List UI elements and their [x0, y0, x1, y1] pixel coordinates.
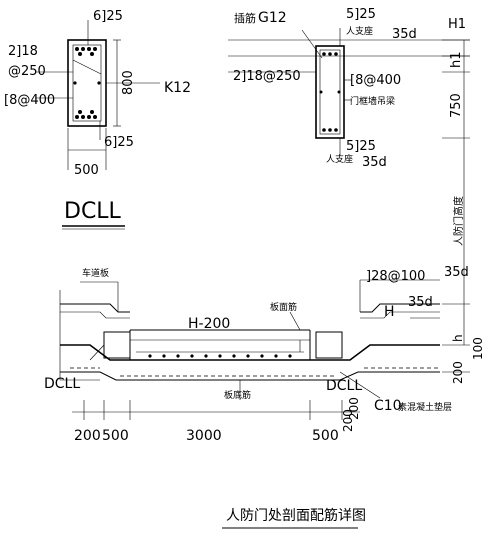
dim-100-vertical: 100 — [471, 337, 485, 360]
door-height-note: 人防门高度 — [452, 196, 465, 246]
door-h1-dim: H1 — [448, 17, 466, 32]
beam-stirrup — [72, 44, 102, 122]
door-anchor-label-b: 人支座 — [326, 153, 353, 165]
bottom-dim-200-right: 200 — [341, 409, 355, 432]
anchor-35d-a: 35d — [444, 265, 469, 280]
h-label: H — [384, 304, 395, 320]
door-beam-label: 门框墙吊梁 — [350, 95, 395, 107]
top-bars-label: ]28@100 — [366, 269, 425, 284]
bottom-dim-200: 200 — [74, 428, 101, 444]
cushion-layer — [70, 367, 438, 377]
dim-200-right: 200 — [347, 397, 361, 420]
beam-top-bars — [75, 47, 97, 56]
floor-slab-section: 车道板 ]28@100 35d 35d H-200 板面筋 H h 200 10… — [44, 265, 485, 444]
dcll-right-label: DCLL — [326, 378, 362, 394]
slab-bottom-bars — [148, 354, 292, 358]
anchor-35d-b: 35d — [408, 295, 433, 310]
slab-h200-label: H-200 — [188, 316, 230, 332]
beam-bottom-bar-label: 6]25 — [104, 135, 134, 150]
door-anchor-length-b: 35d — [362, 155, 387, 170]
beam-bottom-bars — [75, 110, 97, 119]
door-h1b-dim: h1 — [449, 51, 464, 68]
beam-mark-label: K12 — [164, 80, 191, 96]
door-top-bar-label: 5]25 — [346, 7, 376, 22]
door-anchor-label: 人支座 — [346, 25, 373, 37]
door-stirrup-label: [8@400 — [350, 73, 401, 88]
door-bottom-bar-label: 5]25 — [346, 139, 376, 154]
door-750-dim: 750 — [449, 93, 464, 118]
dcll-left-box — [103, 331, 131, 359]
door-frame-section: 插筋 G12 5]25 人支座 35d 2]18@250 [8@400 门框墙吊… — [228, 7, 470, 345]
beam-height-dim: 800 — [121, 70, 136, 95]
beam-top-bar-label: 6]25 — [93, 9, 123, 24]
road-slab-label: 车道板 — [82, 267, 109, 279]
beam-side-bar-label: 2]18 — [8, 44, 38, 59]
drawing-title: 人防门处剖面配筋详图 — [226, 507, 366, 524]
dcll-right-box — [315, 331, 343, 359]
door-beam-bars — [319, 52, 341, 132]
door-anchor-length: 35d — [392, 27, 417, 42]
slab-bottom-label: 板底筋 — [224, 389, 251, 401]
beam-stirrup-label: [8@400 — [4, 93, 55, 108]
dcll-beam-section: 6]25 2]18 @250 [8@400 800 K12 6]25 500 D… — [4, 9, 191, 230]
bottom-dim-500-left: 500 — [102, 428, 129, 444]
door-beam-outline — [315, 45, 345, 139]
door-g-prefix: 插筋 — [234, 11, 256, 25]
bottom-dim-500-right: 500 — [312, 428, 339, 444]
dim-200-vertical: 200 — [451, 361, 465, 384]
door-g-label: G12 — [258, 10, 287, 26]
c10-label: C10 — [374, 398, 402, 414]
beam-side-spacing-label: @250 — [8, 64, 46, 79]
c10-note: 素混凝土垫层 — [398, 401, 452, 413]
bottom-dim-3000: 3000 — [186, 428, 222, 444]
beam-width-dim: 500 — [74, 163, 99, 178]
beam-section-title: DCLL — [64, 199, 122, 224]
h-small-dim: h — [451, 334, 465, 342]
slab-face-label: 板面筋 — [270, 301, 297, 313]
door-side-bar-label: 2]18@250 — [233, 69, 301, 84]
dcll-left-label: DCLL — [44, 376, 80, 392]
